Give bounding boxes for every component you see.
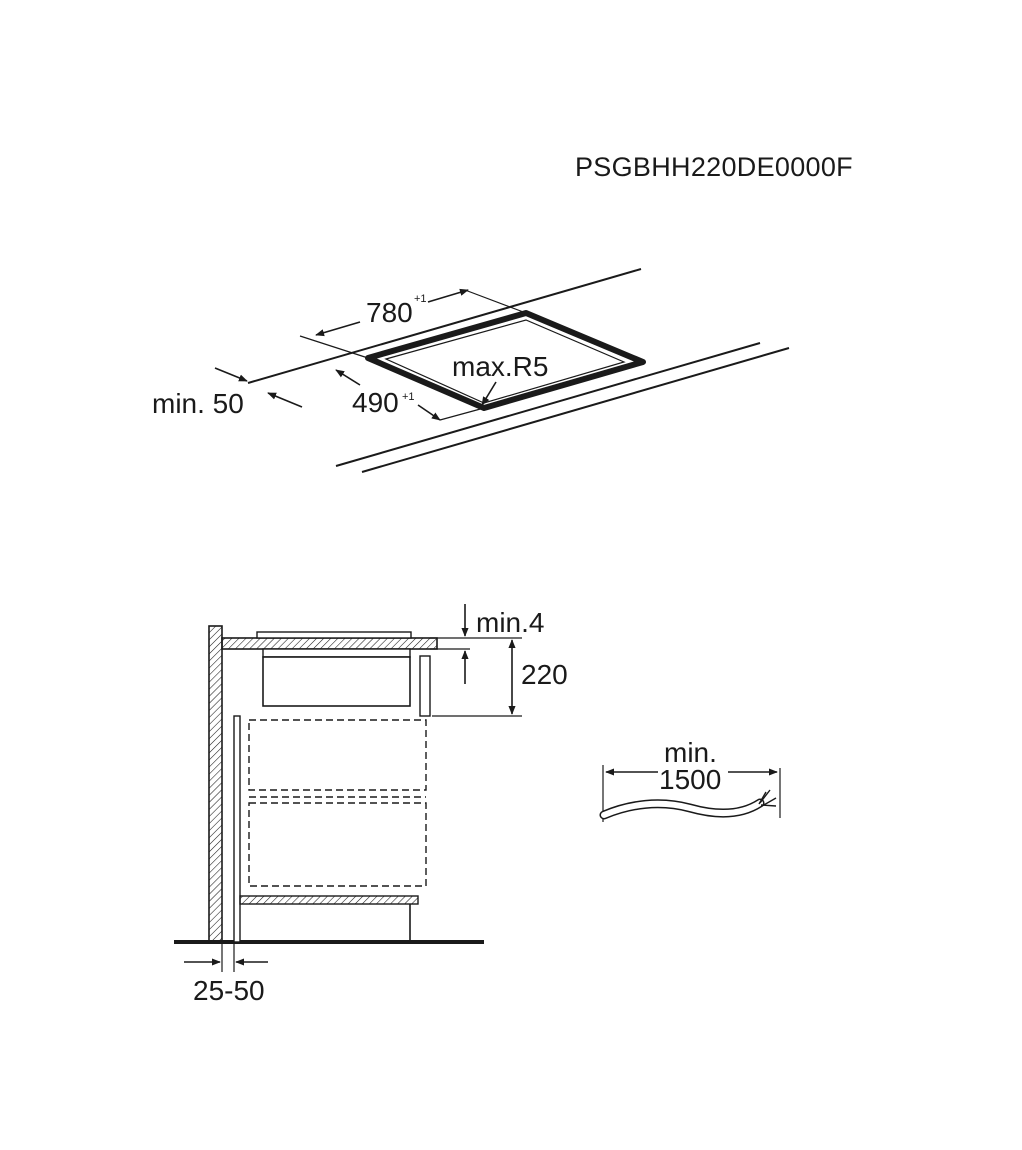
drawer-bottom [248,802,427,887]
drawer-top [248,719,427,791]
hob-glass [256,631,412,639]
corner-radius-label: max.R5 [452,351,548,382]
ext-line-780-left [299,335,369,359]
worktop-front-edge-2 [361,347,790,473]
side-view: min.4 220 25-50 [174,604,568,1006]
worktop-back-edge [247,268,642,384]
worktop-section [221,637,438,650]
depth-value: 490 [352,387,399,418]
edge-dist-arrow-top [214,367,248,382]
cutout-inner [384,319,626,404]
height-label: 220 [521,659,568,690]
cabinet-front-panel [419,655,431,717]
edge-distance-label: min. 50 [152,388,244,419]
wire-end-1 [759,789,771,804]
edge-dist-arrow-bottom [267,392,303,408]
ext-line-490-front [439,407,485,421]
top-view: 780 +1 490 +1 max.R5 min. 50 [152,268,790,473]
dim-780-arrow-left [315,321,361,337]
width-tolerance: +1 [414,293,427,305]
wire-end-4 [758,791,767,805]
cable-label-line1: min. [664,737,717,768]
dim-780-arrow-right [427,288,469,303]
wall-gap-label: 25-50 [193,975,265,1006]
hob-body-top [262,648,411,658]
cabinet-base [239,895,419,905]
depth-tolerance: +1 [402,391,415,403]
model-code: PSGBHH220DE0000F [575,152,853,182]
corner-radius-arrow [481,381,497,406]
worktop-front-edge-1 [335,342,761,467]
cable-fill [601,800,763,818]
cabinet-back-panel [233,715,241,943]
dim-490-arrow-back [335,369,361,386]
cable-label-line2: 1500 [659,764,721,795]
wire-end-3 [760,804,777,807]
cutout-outline [365,310,646,411]
gap-label: min.4 [476,607,544,638]
wall [208,625,223,943]
cable-detail: min. 1500 [599,737,781,822]
width-value: 780 [366,297,413,328]
hob-body [262,656,411,707]
dim-490-arrow-front [417,404,441,421]
ext-line-780-right [464,289,527,314]
